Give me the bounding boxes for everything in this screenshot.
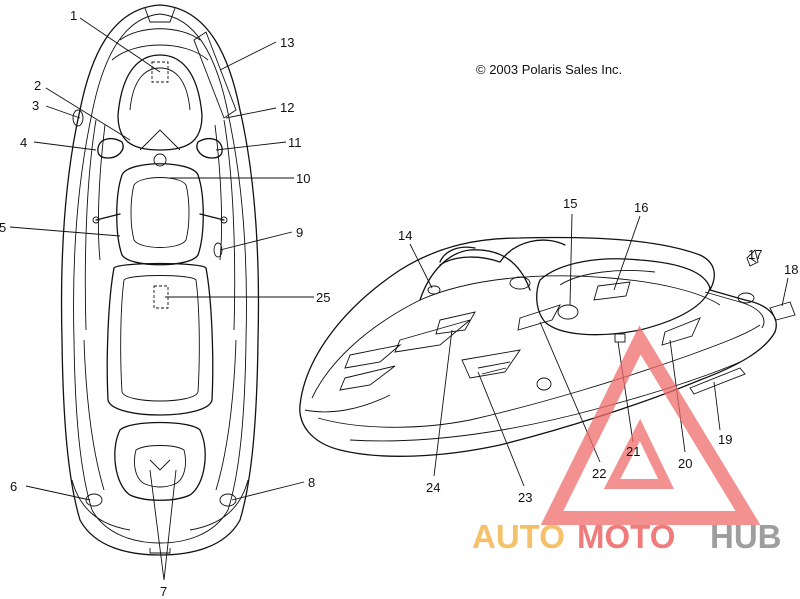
callout-13: 13: [280, 35, 294, 50]
top-view-hull: [60, 4, 260, 556]
perspective-view-hull: [299, 236, 796, 457]
callout-12: 12: [280, 100, 294, 115]
callout-15: 15: [563, 196, 577, 211]
callout-14: 14: [398, 228, 412, 243]
copyright-text: © 2003 Polaris Sales Inc.: [476, 62, 622, 77]
callout-22: 22: [592, 466, 606, 481]
callout-20: 20: [678, 456, 692, 471]
callout-10: 10: [296, 171, 310, 186]
callout-2: 2: [34, 78, 41, 93]
watermark-triangle-inner: [603, 418, 674, 489]
callout-16: 16: [634, 200, 648, 215]
callout-3: 3: [32, 98, 39, 113]
callout-4: 4: [20, 135, 27, 150]
callout-6: 6: [10, 479, 17, 494]
leader-lines: [9, 17, 789, 581]
callout-numbers: 1 2 3 4 5 6 7 8 9 10 11 12 13 14 15 16 1…: [0, 8, 798, 599]
callout-18: 18: [784, 262, 798, 277]
watermark-triangle-outer: [540, 325, 761, 525]
watermark-logo: [540, 325, 761, 525]
watermark-word-auto: AUTO: [472, 518, 565, 555]
watermark-wordmark: AUTO MOTO HUB: [472, 518, 782, 555]
callout-17: 17: [748, 247, 762, 262]
callout-25: 25: [316, 290, 330, 305]
callout-7: 7: [160, 584, 167, 599]
callout-5: 5: [0, 220, 6, 235]
callout-9: 9: [296, 225, 303, 240]
callout-21: 21: [626, 444, 640, 459]
callout-24: 24: [426, 480, 440, 495]
callout-1: 1: [70, 8, 77, 23]
watermark-word-moto: MOTO: [577, 518, 675, 555]
callout-8: 8: [308, 475, 315, 490]
callout-19: 19: [718, 432, 732, 447]
watermark-word-hub: HUB: [710, 518, 782, 555]
callout-23: 23: [518, 490, 532, 505]
callout-11: 11: [288, 135, 302, 150]
